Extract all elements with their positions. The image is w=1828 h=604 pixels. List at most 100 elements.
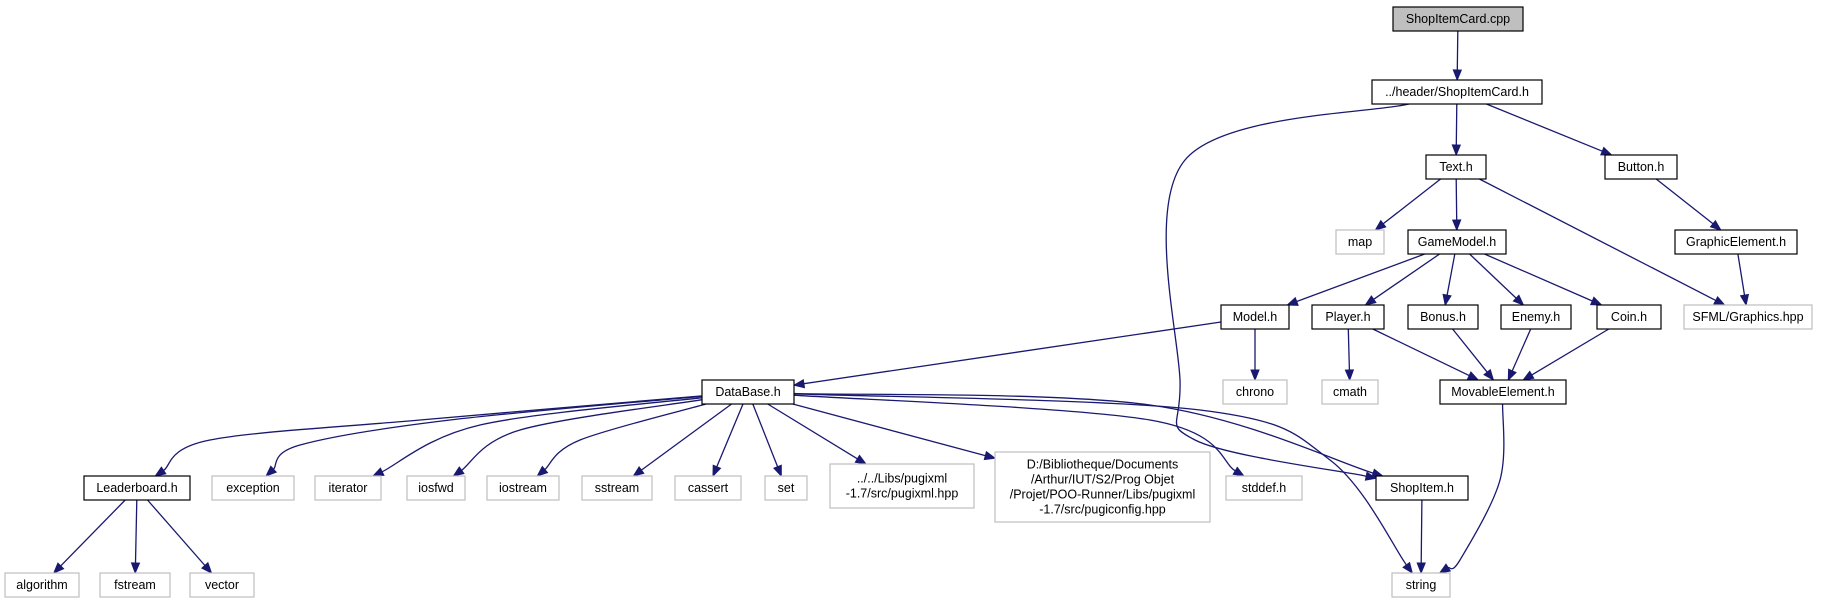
node-box xyxy=(1222,379,1288,405)
node-box xyxy=(1220,304,1290,330)
edge-arrowhead xyxy=(371,467,385,477)
edge-line xyxy=(1479,178,1716,301)
edge-line xyxy=(1456,30,1459,71)
node-label: MovableElement.h xyxy=(1451,385,1555,399)
node-label: stddef.h xyxy=(1242,481,1287,495)
edge-arrowhead xyxy=(1451,144,1462,157)
edge-enemy-h-to-movable-element-h xyxy=(1507,328,1532,382)
node-box xyxy=(314,475,382,501)
edge-database-h-to-iosfwd xyxy=(452,399,703,477)
node-stddef-h: stddef.h xyxy=(1225,475,1303,501)
node-sfml-graphics-hpp: SFML/Graphics.hpp xyxy=(1683,304,1813,330)
edge-arrowhead xyxy=(1364,471,1378,481)
edge-arrowhead xyxy=(536,465,549,477)
node-database-h[interactable]: DataBase.h xyxy=(701,379,795,405)
edge-arrowhead xyxy=(52,562,65,574)
node-header-shop-item-card-h[interactable]: ../header/ShopItemCard.h xyxy=(1371,79,1543,105)
node-player-h[interactable]: Player.h xyxy=(1311,304,1385,330)
edge-arrowhead xyxy=(154,466,167,477)
node-label: sstream xyxy=(595,481,639,495)
edge-database-h-to-string xyxy=(793,393,1414,575)
node-shop-item-card-cpp[interactable]: ShopItemCard.cpp xyxy=(1392,6,1524,32)
node-label: Player.h xyxy=(1325,310,1370,324)
node-model-h[interactable]: Model.h xyxy=(1220,304,1290,330)
edge-line xyxy=(60,499,126,567)
node-text-h[interactable]: Text.h xyxy=(1425,154,1487,180)
edge-line xyxy=(134,499,138,564)
edge-line xyxy=(1420,499,1423,564)
node-label: iostream xyxy=(499,481,547,495)
node-box xyxy=(1674,229,1798,255)
edge-line xyxy=(381,397,703,473)
edge-arrowhead xyxy=(712,464,722,478)
edge-line xyxy=(147,499,206,566)
node-label: DataBase.h xyxy=(715,385,780,399)
edge-arrowhead xyxy=(1589,296,1603,306)
node-sstream: sstream xyxy=(581,475,653,501)
edge-game-model-h-to-model-h xyxy=(1286,253,1425,306)
node-label: string xyxy=(1406,578,1437,592)
node-shop-item-h[interactable]: ShopItem.h xyxy=(1375,475,1469,501)
edge-line xyxy=(1452,328,1488,373)
node-label: fstream xyxy=(114,578,156,592)
edge-arrowhead xyxy=(1522,370,1535,381)
node-bonus-h[interactable]: Bonus.h xyxy=(1407,304,1479,330)
node-box xyxy=(1225,475,1303,501)
node-coin-h[interactable]: Coin.h xyxy=(1596,304,1662,330)
edge-arrowhead xyxy=(1286,296,1299,306)
edge-text-h-to-game-model-h xyxy=(1451,178,1462,232)
node-box xyxy=(83,475,191,501)
edge-game-model-h-to-player-h xyxy=(1364,253,1440,306)
node-leaderboard-h[interactable]: Leaderboard.h xyxy=(83,475,191,501)
node-label: ../../Libs/pugixml xyxy=(857,472,947,486)
node-box xyxy=(1311,304,1385,330)
node-box xyxy=(1425,154,1487,180)
edge-line xyxy=(1455,178,1458,221)
node-label: ../header/ShopItemCard.h xyxy=(1385,85,1529,99)
edge-database-h-to-cassert xyxy=(712,403,744,478)
node-button-h[interactable]: Button.h xyxy=(1604,154,1678,180)
node-label: ShopItemCard.cpp xyxy=(1406,12,1510,26)
node-box xyxy=(99,572,171,598)
node-movable-element-h[interactable]: MovableElement.h xyxy=(1439,379,1567,405)
node-enemy-h[interactable]: Enemy.h xyxy=(1500,304,1572,330)
node-label: GraphicElement.h xyxy=(1686,235,1786,249)
node-box xyxy=(486,475,560,501)
edge-line xyxy=(803,321,1222,385)
edge-line xyxy=(1446,253,1456,296)
edge-player-h-to-movable-element-h xyxy=(1372,328,1480,381)
edge-leaderboard-h-to-algorithm xyxy=(52,499,126,574)
edge-line xyxy=(793,394,1236,472)
node-iosfwd: iosfwd xyxy=(406,475,466,501)
node-game-model-h[interactable]: GameModel.h xyxy=(1407,229,1507,255)
node-label: GameModel.h xyxy=(1418,235,1497,249)
edge-arrowhead xyxy=(452,466,465,477)
node-box xyxy=(674,475,742,501)
edge-line xyxy=(1455,103,1458,146)
edge-game-model-h-to-coin-h xyxy=(1484,253,1603,306)
edge-line xyxy=(641,403,732,471)
node-box xyxy=(1407,229,1507,255)
edge-line xyxy=(792,403,986,457)
node-label: algorithm xyxy=(16,578,67,592)
edge-arrowhead xyxy=(1709,219,1722,231)
edge-line xyxy=(1165,103,1410,477)
edge-arrowhead xyxy=(1402,561,1414,575)
edge-line xyxy=(1484,253,1593,302)
edge-arrowhead xyxy=(1466,371,1480,381)
edge-line xyxy=(461,399,703,471)
node-graphic-element-h[interactable]: GraphicElement.h xyxy=(1674,229,1798,255)
edge-arrowhead xyxy=(1483,368,1495,382)
node-box xyxy=(1375,475,1469,501)
node-set: set xyxy=(764,475,808,501)
edge-player-h-to-cmath xyxy=(1344,328,1355,382)
node-box xyxy=(1335,229,1385,255)
edge-movable-element-h-to-string xyxy=(1438,403,1505,574)
edge-shop-item-card-cpp-to-header-shop-item-card-h xyxy=(1452,30,1463,82)
node-label: Model.h xyxy=(1233,310,1278,324)
node-box xyxy=(1391,572,1451,598)
edge-coin-h-to-movable-element-h xyxy=(1522,328,1610,381)
node-algorithm: algorithm xyxy=(4,572,80,598)
nodes-layer: ShopItemCard.cpp ../header/ShopItemCard.h… xyxy=(4,6,1813,598)
edge-line xyxy=(1296,253,1425,303)
